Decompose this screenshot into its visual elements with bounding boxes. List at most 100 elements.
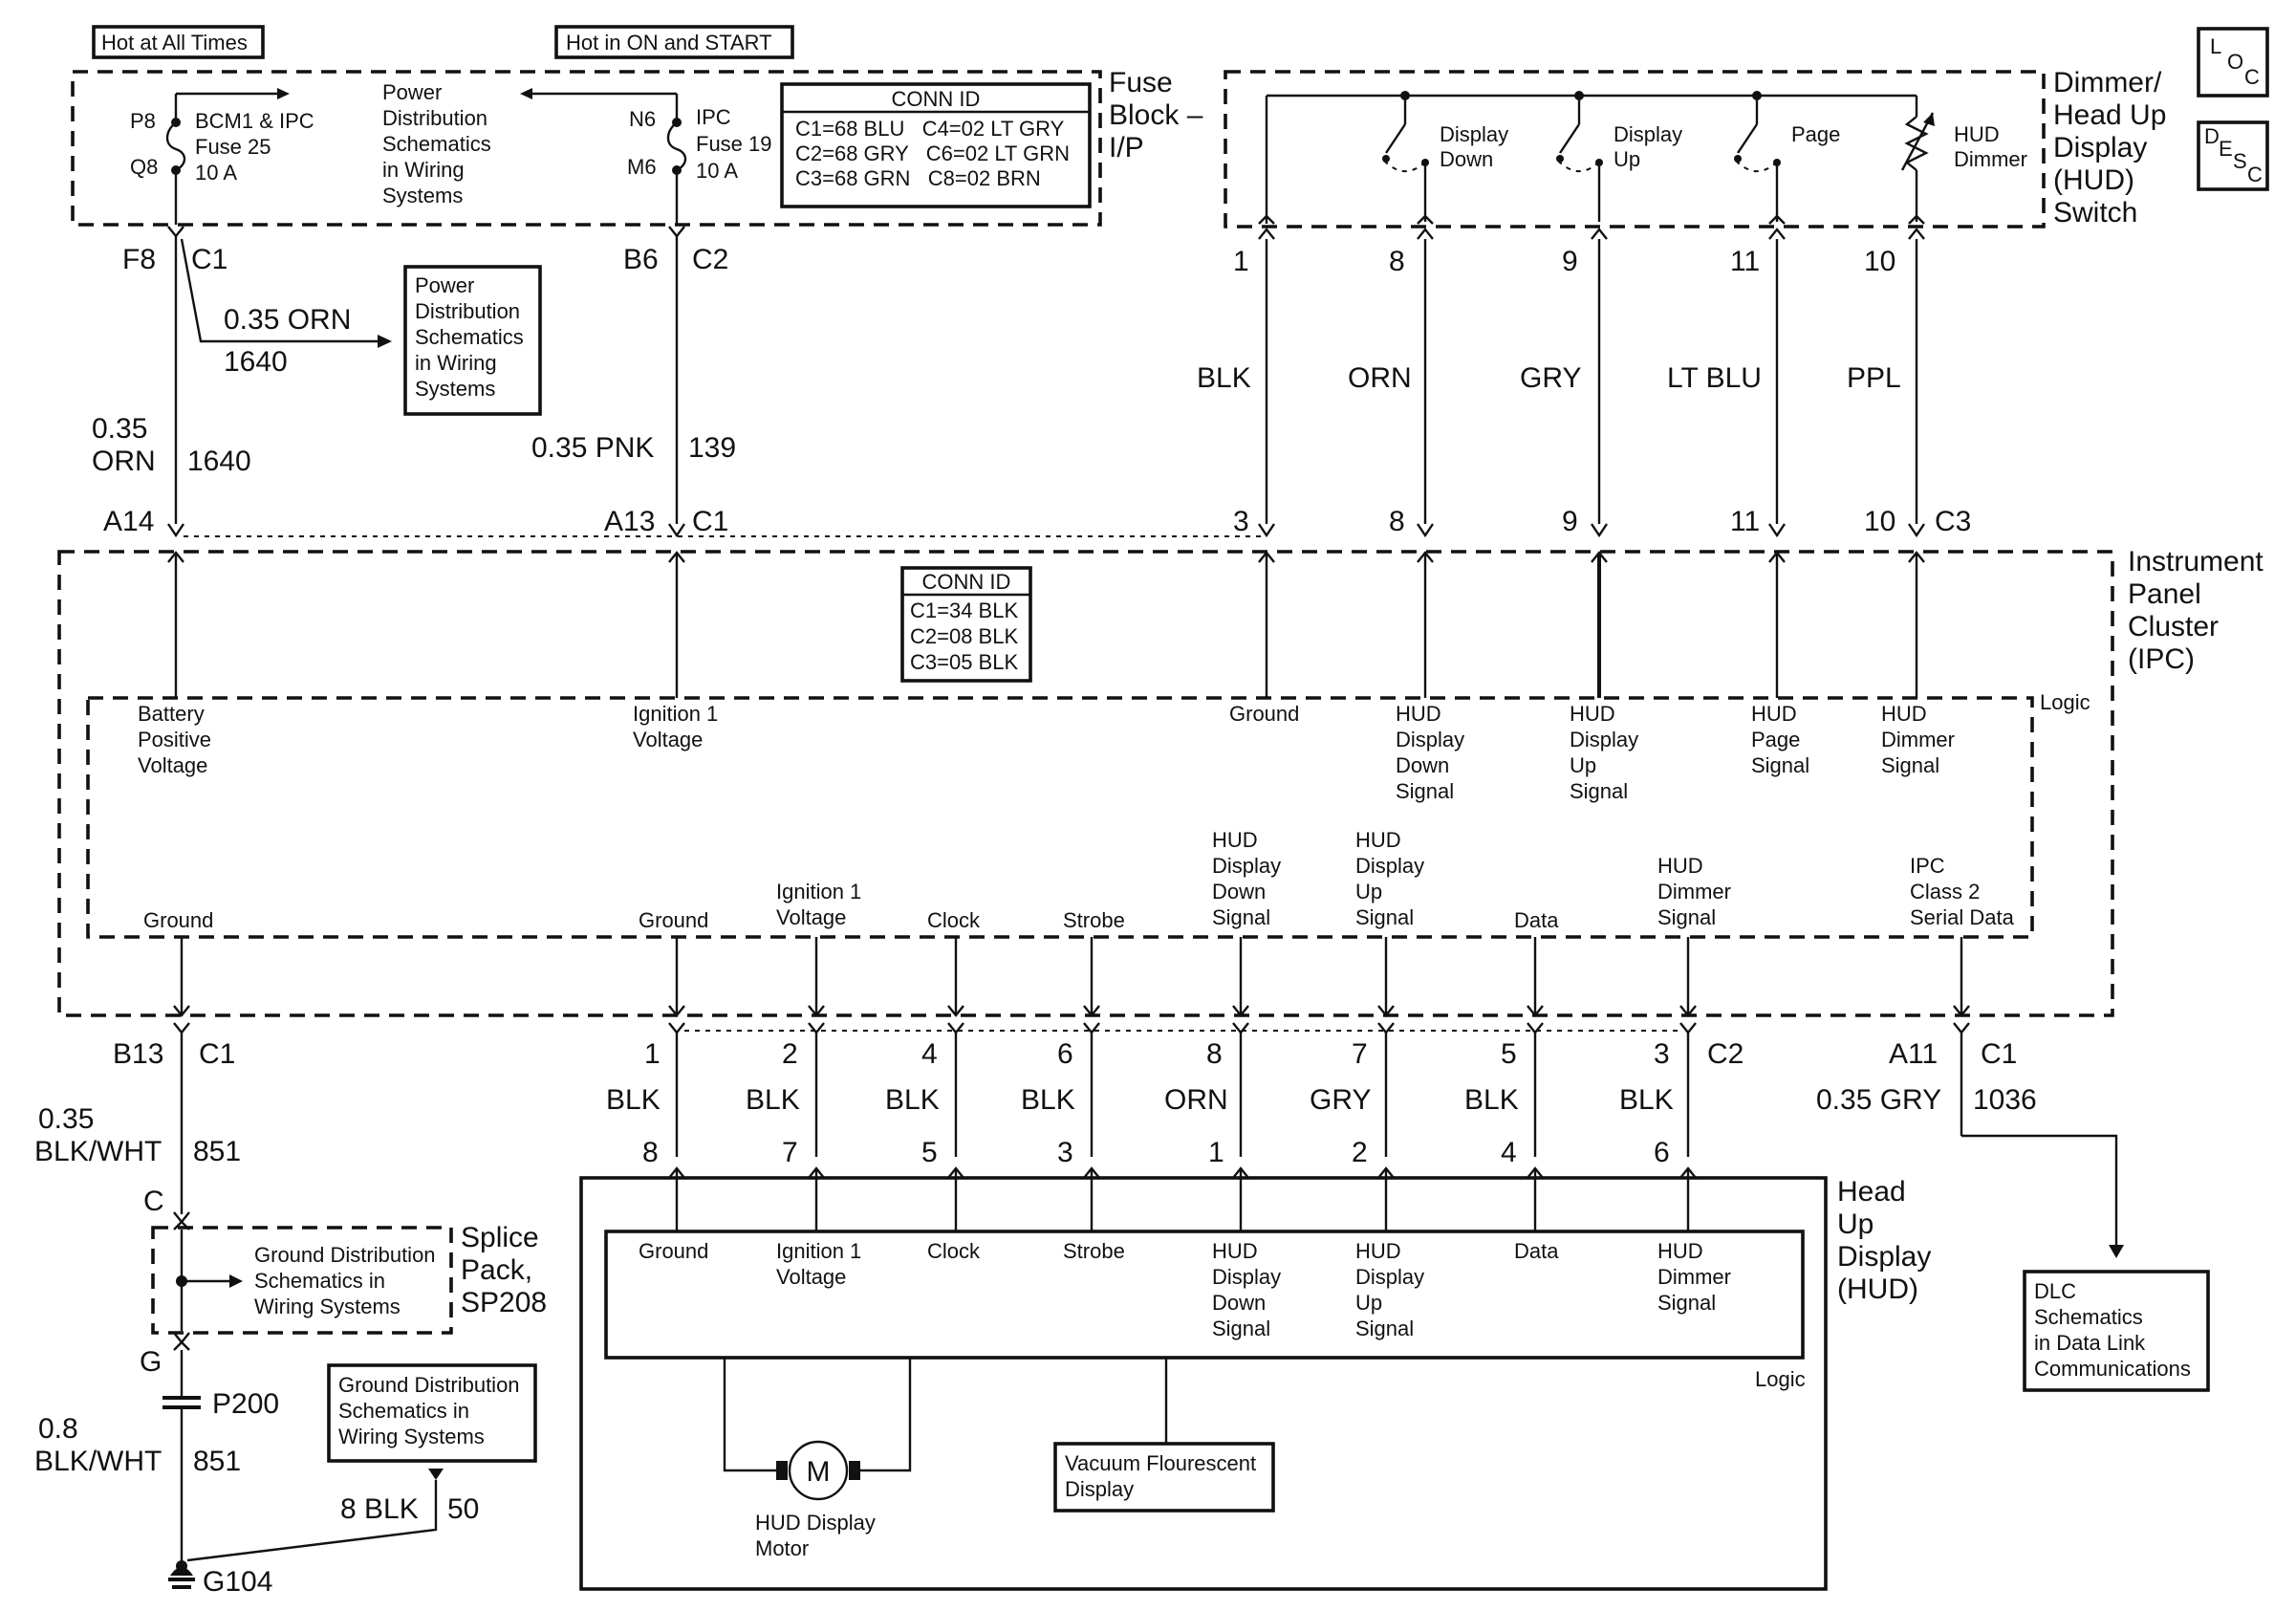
ipc-conn-id-row2: C2=08 BLK (910, 624, 1018, 648)
connector-f8-symbol (167, 226, 184, 238)
hud-switch: Display Down Display Up Page (1224, 27, 2269, 229)
ipc-label-dimmer-out-line3: Signal (1657, 905, 1716, 929)
ipc-input-ground-arrow (1258, 551, 1275, 563)
c2-color-7: GRY (1310, 1084, 1371, 1116)
loc-icon-letter-o: O (2227, 50, 2243, 74)
c2-pin-4: 4 (921, 1038, 938, 1070)
loc-icon: L O C (2197, 27, 2269, 98)
connector-b6-symbol (668, 226, 685, 238)
fuse25-element (165, 121, 186, 172)
hud-input-dimmer-arrow (1679, 1166, 1697, 1179)
hud-input-strobe-arrow (1083, 1166, 1100, 1179)
branch-wire-arrow (378, 335, 392, 348)
ipc-label-page-line2: Page (1751, 728, 1800, 751)
connector-b13-conn: C1 (199, 1038, 235, 1070)
switch-top-pin-9: 9 (1562, 246, 1578, 277)
dlc-ref-line4: Communications (2034, 1357, 2191, 1381)
serial-wire-arrow (2109, 1245, 2124, 1258)
hud-pin-1: 1 (1208, 1137, 1224, 1168)
ipc-out-strobe-arrow (1083, 1005, 1100, 1017)
serial-wire-run (1961, 1134, 2118, 1245)
hud-label-dimmer-line1: HUD (1657, 1239, 1703, 1263)
ipc-label-ign-out-line1: Ignition 1 (776, 880, 861, 903)
splice-title-line2: Pack, (461, 1254, 532, 1286)
ipc-label-up-out-line1: HUD (1355, 828, 1401, 852)
fuse25-label-line2: Fuse 25 (195, 135, 271, 159)
ipc-label-up-out-line4: Signal (1355, 905, 1414, 929)
hud-dimmer-label-line2: Dimmer (1954, 147, 2027, 171)
ipc-logic-label: Logic (2040, 690, 2090, 714)
connector-a14-label: A14 (103, 506, 154, 537)
vfd-label-line1: Vacuum Flourescent (1065, 1451, 1256, 1475)
ground-ref-line2: Schematics in (338, 1399, 469, 1423)
ipc-c3-pin8-symbol (1417, 523, 1434, 538)
hud-label-strobe: Strobe (1063, 1239, 1125, 1263)
desc-icon-letter-d: D (2204, 124, 2220, 148)
ignition-circuit: B6 C2 0.35 PNK 139 A13 C1 (531, 226, 736, 538)
dlc-ref-box (2023, 1270, 2210, 1392)
ipc-label-clock: Clock (927, 908, 981, 932)
hud-title-line1: Head (1837, 1176, 1906, 1208)
hud-label-ignition-line1: Ignition 1 (776, 1239, 861, 1263)
loc-icon-box (2197, 27, 2269, 98)
ipc-c3-pin-3: 3 (1233, 506, 1249, 537)
switch-display-down-blade (1385, 123, 1406, 154)
c2-color-8: ORN (1164, 1084, 1228, 1116)
switch-wire-color-ppl: PPL (1847, 362, 1901, 394)
fuse-block-conn-id-title: CONN ID (892, 87, 981, 111)
c2-pin-3: 3 (1654, 1038, 1670, 1070)
hud-pin-2: 2 (1352, 1137, 1368, 1168)
switch-wire-color-blk: BLK (1197, 362, 1251, 394)
fuse-block-conn-id-row1: C1=68 BLU C4=02 LT GRY (795, 117, 1065, 141)
ground-icon (168, 1567, 195, 1589)
ipc-label-dimmer-line1: HUD (1881, 702, 1927, 726)
ipc-label-up-out-line3: Up (1355, 880, 1382, 903)
ipc-label-ignition-line2: Voltage (633, 728, 703, 751)
hud-input-ground-arrow (668, 1166, 685, 1179)
switch-top-pin-8: 8 (1389, 246, 1405, 277)
ipc-label-ground-left: Ground (143, 908, 213, 932)
splice-ref-line3: Wiring Systems (254, 1295, 401, 1318)
switch-pin8-connector (1417, 214, 1434, 240)
ipc-label-dimmer-line2: Dimmer (1881, 728, 1955, 751)
connector-a13-label: A13 (604, 506, 655, 537)
ipc-input-page-arrow (1768, 551, 1786, 563)
motor-label-line2: Motor (755, 1536, 809, 1560)
dlc-ref-line3: in Data Link (2034, 1331, 2146, 1355)
ground-icon-dome (170, 1567, 193, 1576)
motor-icon-symbol: M (807, 1456, 831, 1488)
connector-b13-label: B13 (113, 1038, 163, 1070)
switch-wire-color-gry: GRY (1520, 362, 1581, 394)
switch-display-up: Display Up (1556, 91, 1682, 222)
serial-data-circuit: A11 C1 0.35 GRY 1036 DLC Schematics in D… (1816, 1022, 2210, 1392)
fuse25-pin-q8: Q8 (130, 155, 158, 179)
ipc-conn-id-box (900, 566, 1032, 683)
motor-icon (788, 1440, 849, 1501)
hot-at-all-times-label: Hot at All Times (101, 31, 248, 54)
vfd-box (1053, 1442, 1275, 1513)
battery-circuit: F8 C1 0.35 ORN 1640 Power Distribution S… (92, 226, 542, 538)
ground-ref-line3: Wiring Systems (338, 1425, 485, 1448)
c2-pin-2: 2 (782, 1038, 798, 1070)
ipc-outline (57, 550, 2114, 1017)
hud-dimmer-rheostat: HUD Dimmer (1900, 96, 2027, 222)
connector-c-label: C (143, 1186, 164, 1217)
fuse-power-ref-line4: in Wiring (382, 158, 465, 182)
ipc-label-dimmer-out-line1: HUD (1657, 854, 1703, 878)
ipc-label-data: Data (1514, 908, 1559, 932)
fuse19-label-line3: 10 A (696, 159, 738, 183)
c2-color-2: BLK (746, 1084, 800, 1116)
fuse-block-title-line3: I/P (1109, 132, 1144, 163)
splice-pack-branch-arrow (229, 1274, 243, 1288)
ipc-label-display-up-line3: Up (1570, 753, 1596, 777)
ipc-out-data-arrow (1527, 1005, 1544, 1017)
switch-display-up-label-line2: Up (1614, 147, 1640, 171)
ipc-label-serial-line2: Class 2 (1910, 880, 1980, 903)
switch-display-up-blade (1559, 123, 1580, 154)
desc-icon-letter-c: C (2247, 163, 2263, 186)
fuse-block: Hot at All Times Hot in ON and START Fus… (71, 25, 1203, 227)
branch-wire-label: 0.35 ORN (224, 304, 351, 336)
ground-wire-blk-circuit: 50 (447, 1493, 479, 1525)
hud-pin-7: 7 (782, 1137, 798, 1168)
switch-display-down: Display Down (1382, 91, 1508, 222)
